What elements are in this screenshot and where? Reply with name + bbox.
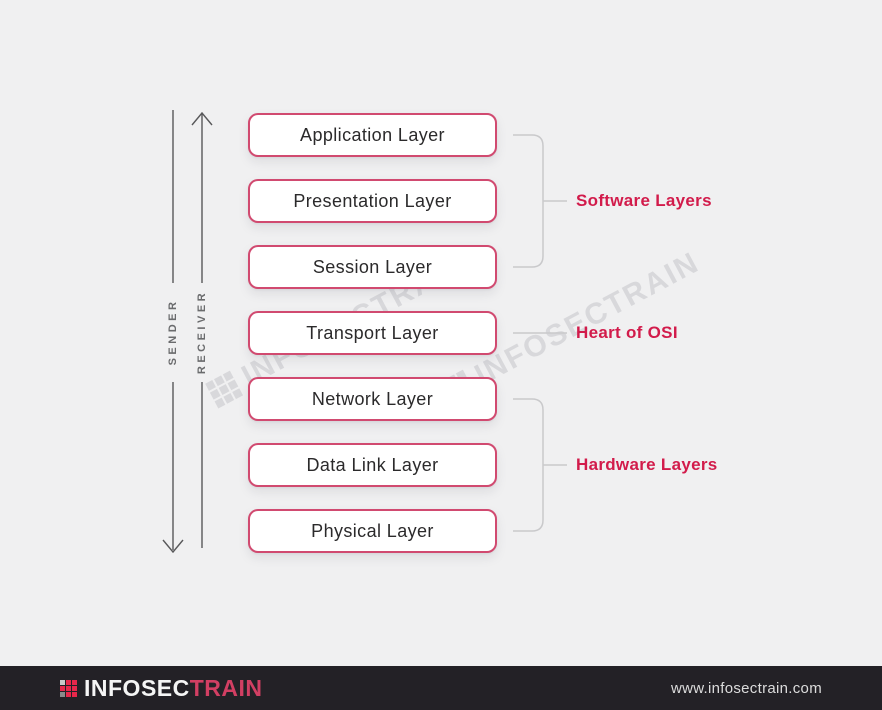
infosectrain-logo: INFOSECTRAIN [60,674,263,701]
layer-box-transport: Transport Layer [248,311,497,355]
layer-box-application: Application Layer [248,113,497,157]
layer-box-session: Session Layer [248,245,497,289]
layer-box-presentation: Presentation Layer [248,179,497,223]
layer-box-physical: Physical Layer [248,509,497,553]
sender-label: SENDER [167,298,179,366]
receiver-label: RECEIVER [196,289,208,375]
software-layers-label: Software Layers [576,191,712,210]
footer-bar: INFOSECTRAIN www.infosectrain.com [0,666,882,710]
layer-box-datalink: Data Link Layer [248,443,497,487]
heart-of-osi-label: Heart of OSI [576,323,678,342]
arrowhead-down-icon [162,539,184,554]
sender-receiver-arrows [162,110,213,554]
brand-train: TRAIN [189,674,263,701]
layer-box-network: Network Layer [248,377,497,421]
osi-diagram: INFOSECTRAIN INFOSECTRAIN SENDER RECEIVE… [162,110,718,554]
website-url: www.infosectrain.com [670,679,822,697]
brand-infosec: INFOSEC [84,674,190,701]
brand-text: INFOSECTRAIN [84,674,263,701]
group-brackets [513,134,567,532]
hardware-layers-label: Hardware Layers [576,455,718,474]
infosectrain-logo-icon [60,679,77,697]
